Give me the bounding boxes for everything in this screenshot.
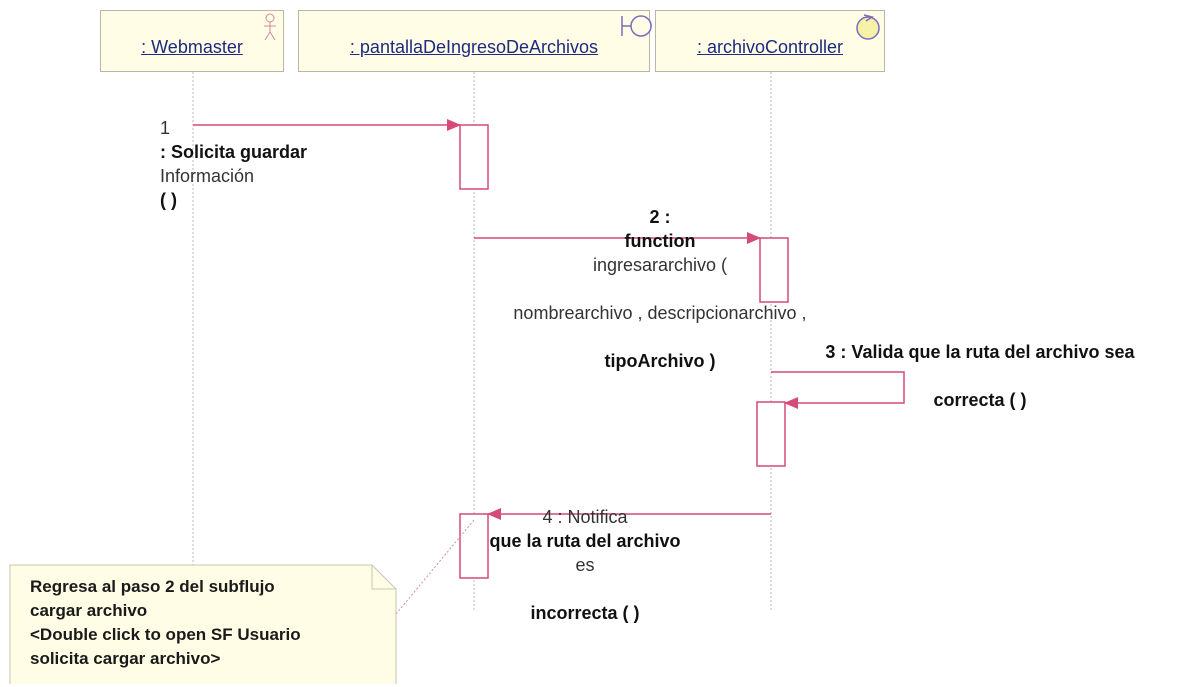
note-line-2: cargar archivo	[30, 601, 148, 620]
note-line-4: solicita cargar archivo>	[30, 649, 221, 668]
message-arrow-3-self[interactable]	[771, 371, 905, 409]
message-label-2[interactable]: 2 : function ingresararchivo ( nombrearc…	[470, 157, 850, 397]
message-3-line2: correcta ( )	[933, 390, 1027, 410]
lifeline-header-webmaster[interactable]: : Webmaster	[100, 10, 284, 72]
note-shape	[9, 564, 397, 684]
activation-box-controller-1[interactable]	[759, 237, 789, 303]
note-connector	[395, 519, 475, 615]
message-3-line1: 3 : Valida que la ruta del archivo sea	[825, 342, 1135, 362]
lifeline-label-controller: : archivoController	[696, 37, 844, 57]
lifeline-header-controller[interactable]: : archivoController	[655, 10, 885, 72]
note-line-1: Regresa al paso 2 del subflujo	[30, 577, 275, 596]
note-dogear	[371, 565, 396, 590]
message-2-params-end: tipoArchivo )	[604, 351, 716, 371]
lifeline-header-pantalla[interactable]: : pantallaDeIngresoDeArchivos	[298, 10, 650, 72]
activation-box-pantalla-2[interactable]	[459, 513, 489, 579]
message-label-1[interactable]: 1 : Solicita guardar Información ( )	[160, 92, 580, 212]
activation-box-controller-2[interactable]	[756, 401, 786, 467]
message-4-plain-end: es	[575, 555, 595, 575]
message-4-line2: incorrecta ( )	[530, 603, 640, 623]
lifeline-label-webmaster: : Webmaster	[141, 37, 243, 57]
note-line-3: <Double click to open SF Usuario	[30, 625, 301, 644]
lifeline-label-pantalla: : pantallaDeIngresoDeArchivos	[349, 37, 599, 57]
message-2-plain: ingresararchivo (	[592, 255, 728, 275]
message-4-bold: que la ruta del archivo	[489, 531, 681, 551]
message-label-3[interactable]: 3 : Valida que la ruta del archivo sea c…	[790, 316, 1170, 436]
message-1-plain: Información	[160, 166, 255, 186]
message-2-number: 2 :	[649, 207, 671, 227]
message-4-plain: 4 : Notifica	[542, 507, 628, 527]
note-text: Regresa al paso 2 del subflujo cargar ar…	[30, 575, 370, 671]
message-2-bold: function	[624, 231, 696, 251]
message-label-4[interactable]: 4 : Notifica que la ruta del archivo es …	[395, 457, 775, 649]
message-1-number: 1	[160, 118, 171, 138]
activation-box-pantalla-1[interactable]	[459, 124, 489, 190]
message-1-tail: ( )	[160, 190, 177, 210]
message-1-bold: : Solicita guardar	[160, 142, 308, 162]
message-2-params: nombrearchivo , descripcionarchivo ,	[513, 303, 807, 323]
